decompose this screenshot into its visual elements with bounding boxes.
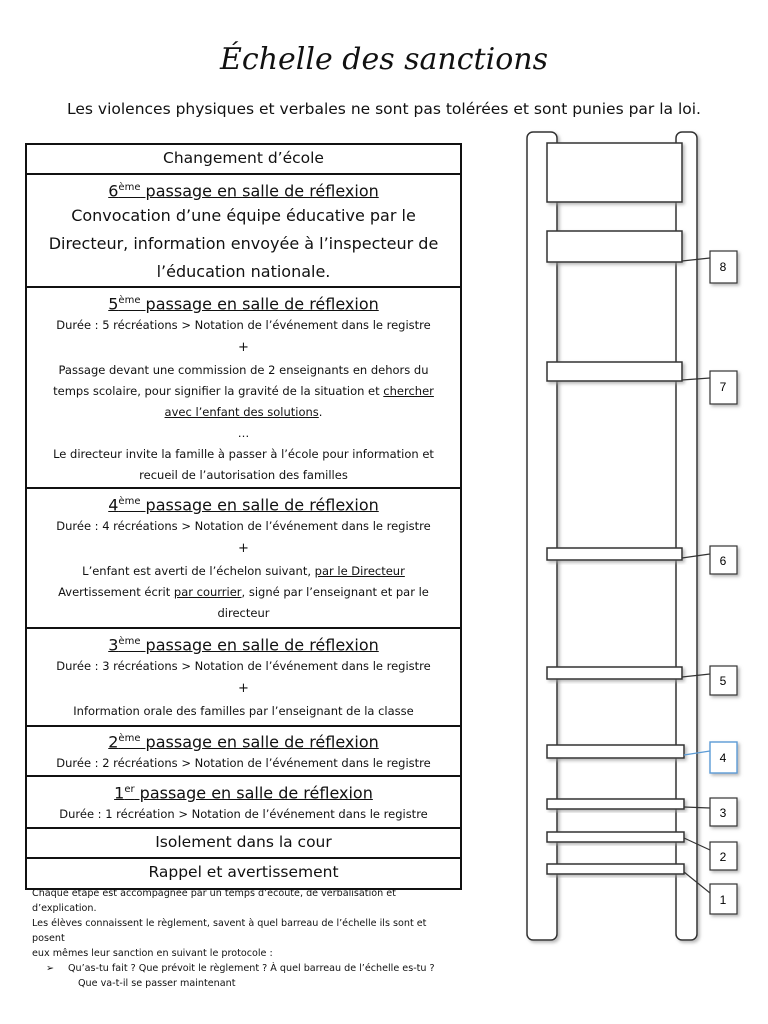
ladder-rung-2 (547, 832, 684, 842)
callout-1-label: 1 (720, 893, 727, 907)
ladder-rung-8 (547, 231, 682, 262)
callout-4-label: 4 (720, 751, 727, 765)
callout-7-label: 7 (720, 380, 727, 394)
callout-6-label: 6 (720, 554, 727, 568)
ladder-rung-1 (547, 864, 684, 874)
ladder-rung-6 (547, 548, 682, 560)
callout-3-label: 3 (720, 806, 727, 820)
ladder-rung-7 (547, 362, 682, 381)
callout-8-label: 8 (720, 260, 727, 274)
callout-2-label: 2 (720, 850, 727, 864)
ladder-rung-5 (547, 667, 682, 679)
callout-5-label: 5 (720, 674, 727, 688)
ladder-top-rung (547, 143, 682, 202)
ladder-rung-3 (547, 799, 684, 809)
ladder-rung-4 (547, 745, 684, 758)
